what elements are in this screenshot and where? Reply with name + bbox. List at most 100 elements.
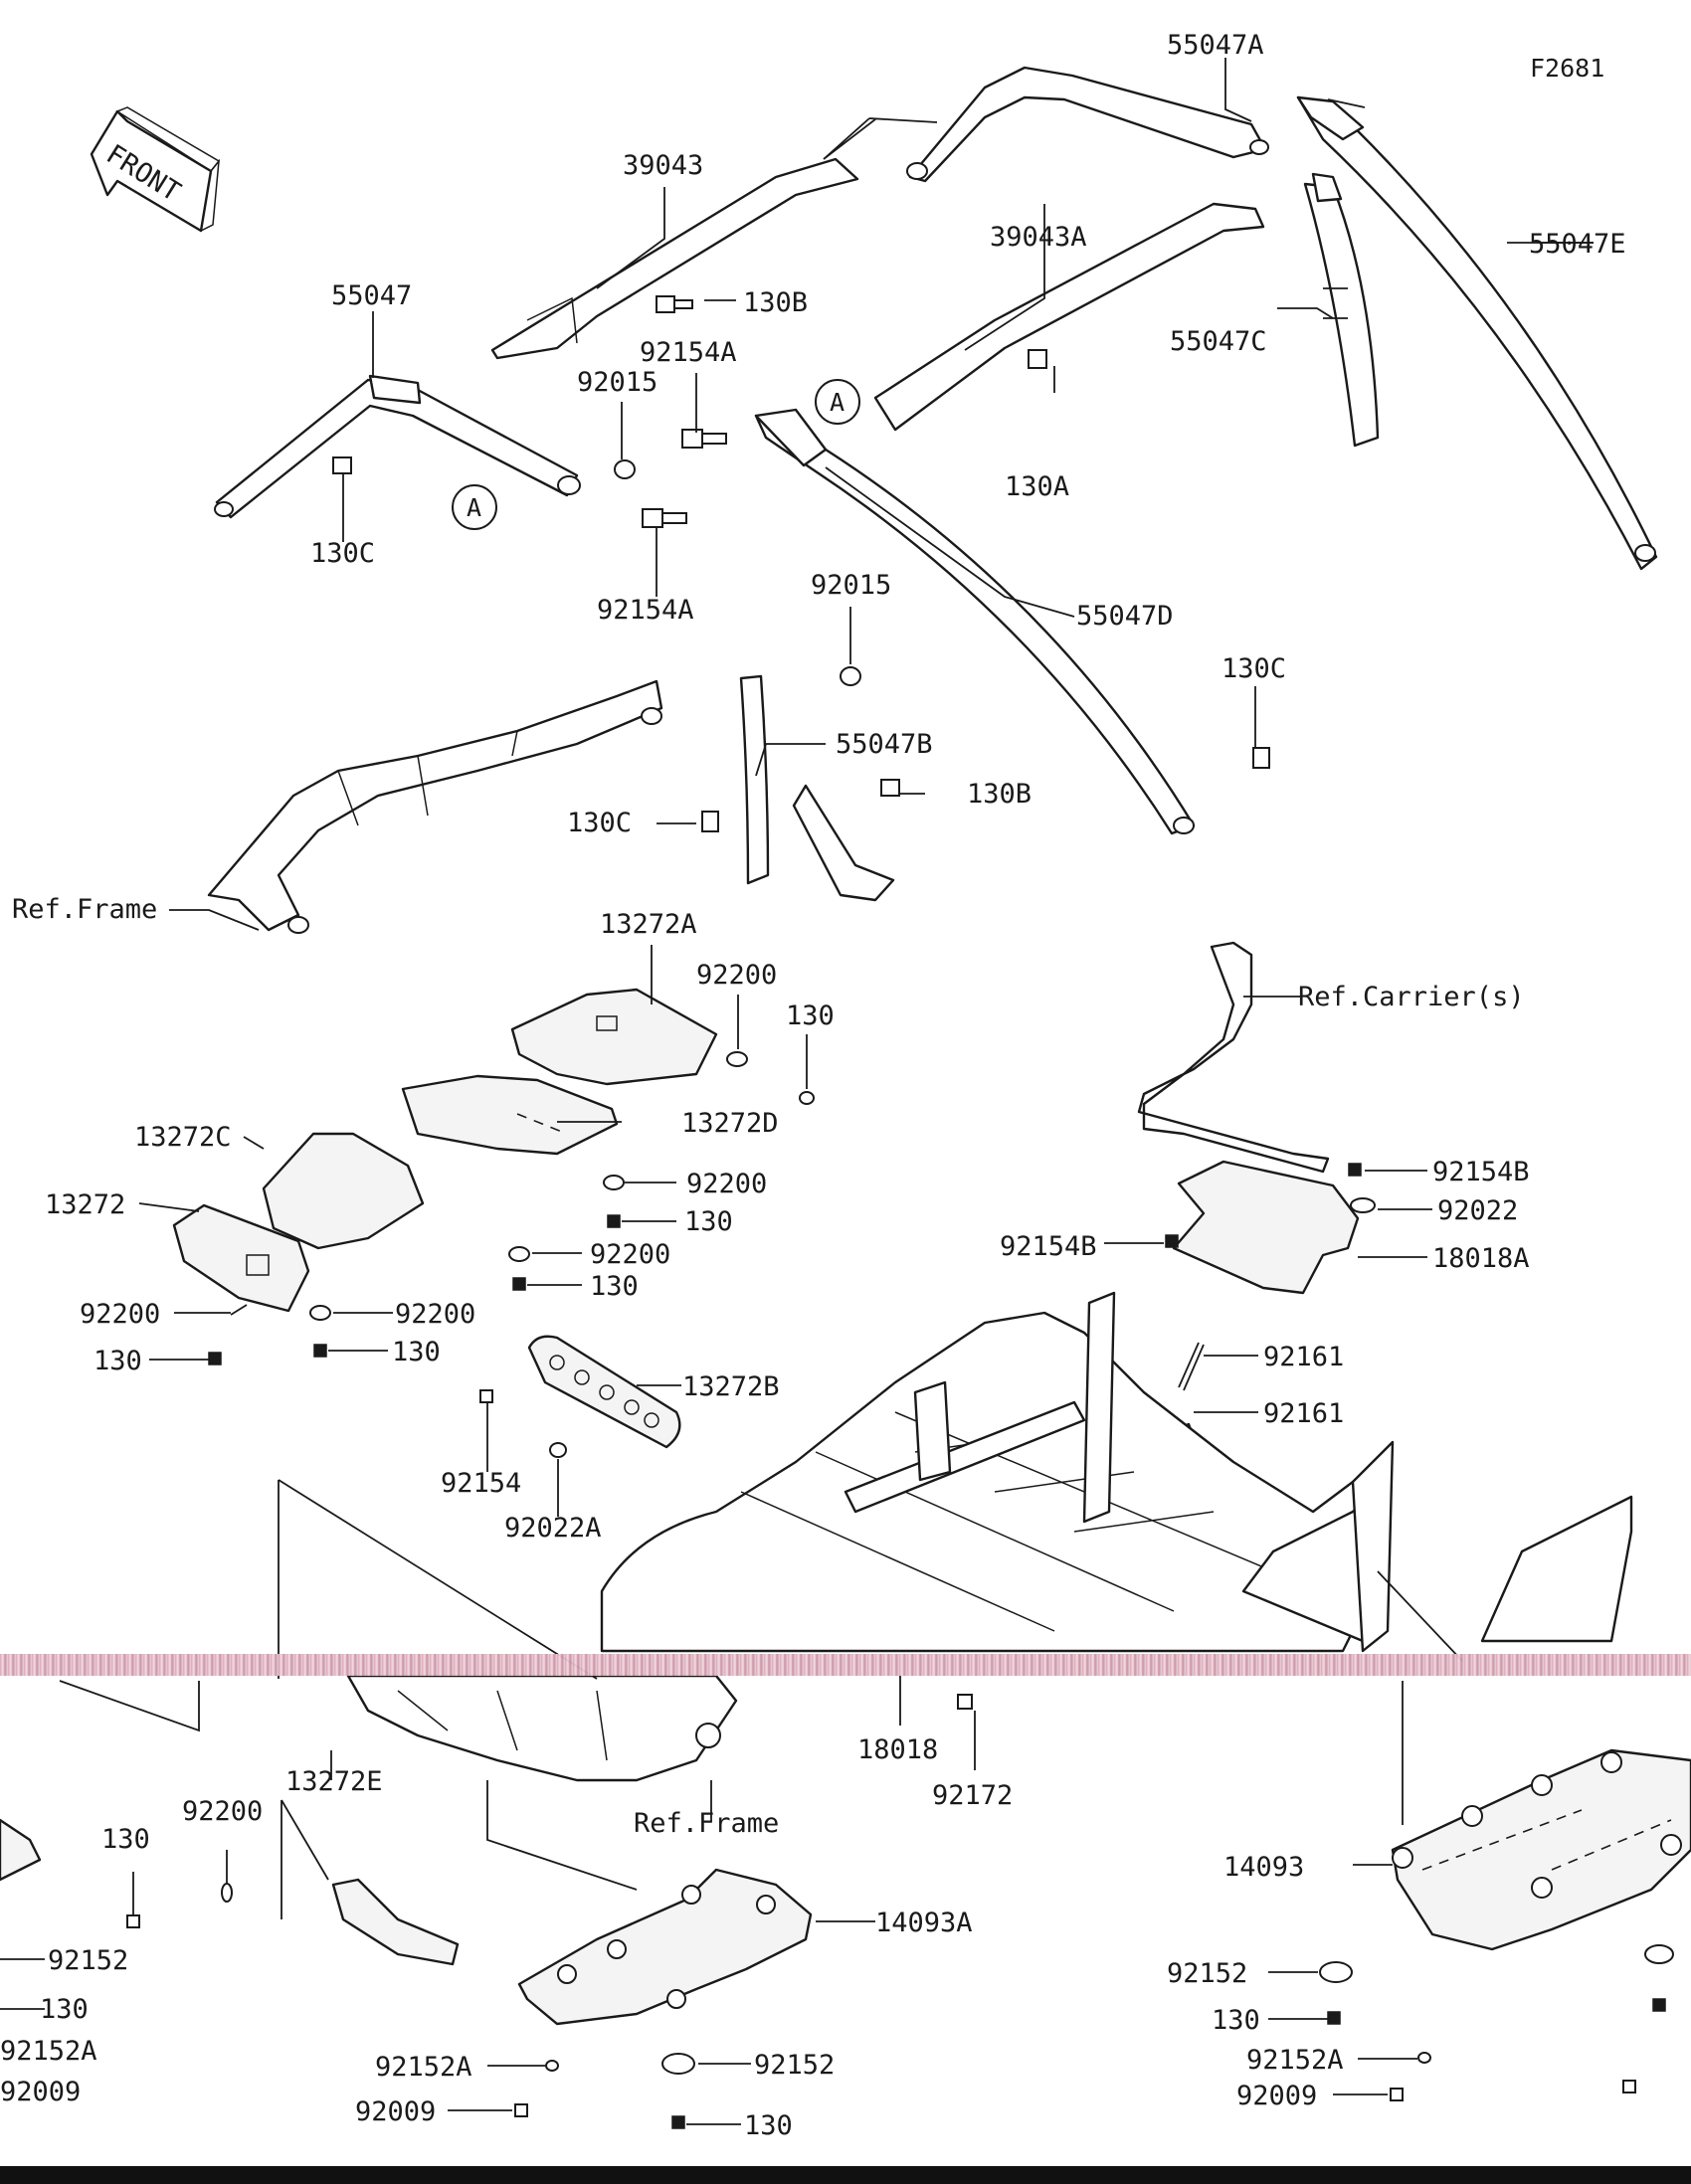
label-55047: 55047 bbox=[331, 280, 412, 311]
front-arrow-icon: FRONT bbox=[90, 106, 221, 233]
label-92154B-right: 92154B bbox=[1432, 1157, 1530, 1187]
label-130B-mid: 130B bbox=[967, 779, 1032, 810]
part-55047A bbox=[906, 66, 1269, 183]
washer-92200-e bbox=[230, 1304, 248, 1316]
label-55047C: 55047C bbox=[1170, 326, 1267, 357]
part-14093 bbox=[1391, 1748, 1691, 1951]
part-13272B bbox=[527, 1335, 681, 1449]
label-130B-top: 130B bbox=[743, 287, 808, 318]
label-130-d: 130 bbox=[94, 1346, 142, 1376]
part-55047C bbox=[1303, 172, 1380, 448]
washer-92200-f bbox=[221, 1883, 233, 1903]
label-13272: 13272 bbox=[45, 1189, 125, 1220]
label-18018: 18018 bbox=[857, 1734, 938, 1765]
washer-92152-b bbox=[1319, 1961, 1353, 1983]
label-130A: 130A bbox=[1005, 471, 1069, 502]
main-frame bbox=[600, 1291, 1633, 1653]
ref-frame-top bbox=[207, 679, 663, 934]
clip-92152A-a bbox=[545, 2060, 559, 2072]
part-39043A bbox=[873, 202, 1265, 432]
label-92200-d: 92200 bbox=[80, 1299, 160, 1330]
bolt-130-b bbox=[607, 1214, 621, 1228]
label-13272C: 13272C bbox=[134, 1122, 232, 1153]
label-130-f: 130 bbox=[101, 1824, 150, 1855]
part-39043 bbox=[490, 157, 859, 360]
bolt-130-h bbox=[1327, 2011, 1341, 2025]
label-39043A: 39043A bbox=[990, 222, 1087, 253]
bolt-130-a bbox=[799, 1091, 815, 1105]
bolt-92154A-top bbox=[681, 429, 727, 449]
screw-92009-a bbox=[514, 2103, 528, 2117]
label-13272E: 13272E bbox=[285, 1766, 383, 1797]
part-55047D bbox=[754, 408, 1196, 835]
callout-A-right: A bbox=[815, 379, 860, 425]
ref-frame-bottom bbox=[346, 1674, 738, 1782]
scan-seam bbox=[0, 1654, 1691, 1676]
label-92200-b: 92200 bbox=[686, 1169, 767, 1199]
bolt-92172 bbox=[957, 1694, 973, 1710]
label-92009-b: 92009 bbox=[355, 2096, 436, 2127]
nut-92015-mid bbox=[840, 666, 861, 686]
label-130C-mid: 130C bbox=[567, 808, 632, 838]
label-92152-a: 92152 bbox=[48, 1945, 128, 1976]
ref-carrier bbox=[1137, 941, 1330, 1174]
label-130-a: 130 bbox=[786, 1001, 835, 1031]
label-130-i: 130 bbox=[1212, 2005, 1260, 2036]
washer-92152-c bbox=[1644, 1944, 1674, 1964]
label-92152A-c: 92152A bbox=[1246, 2045, 1344, 2076]
label-92200-a: 92200 bbox=[696, 960, 777, 991]
washer-92152-a bbox=[661, 2053, 695, 2075]
part-92161-a bbox=[1178, 1342, 1205, 1391]
label-92152A-a: 92152A bbox=[0, 2036, 97, 2067]
label-14093: 14093 bbox=[1223, 1852, 1304, 1883]
part-55047B bbox=[739, 674, 895, 902]
bolt-130-f bbox=[126, 1914, 140, 1928]
label-130C-right: 130C bbox=[1221, 653, 1286, 684]
bolt-130-e bbox=[208, 1352, 222, 1365]
screw-92009-b bbox=[1390, 2088, 1404, 2101]
bolt-130B-mid bbox=[880, 779, 900, 797]
bolt-92154 bbox=[479, 1389, 493, 1403]
washer-92022A bbox=[549, 1442, 567, 1458]
part-13272C bbox=[262, 1132, 425, 1250]
label-13272A: 13272A bbox=[600, 909, 697, 940]
washer-92200-c bbox=[508, 1246, 530, 1262]
label-130C-left: 130C bbox=[310, 538, 375, 569]
label-92152-b: 92152 bbox=[754, 2050, 835, 2081]
label-92152A-b: 92152A bbox=[375, 2052, 472, 2083]
washer-92200-d bbox=[309, 1305, 331, 1321]
part-labels: 55047A 39043 55047E 39043A 55047 130B 92… bbox=[0, 30, 1626, 2141]
part-13272A bbox=[510, 988, 718, 1086]
label-92154B-left: 92154B bbox=[1000, 1231, 1097, 1262]
label-55047B: 55047B bbox=[836, 729, 933, 760]
washer-92200-a bbox=[726, 1051, 748, 1067]
bolt-92154B-right bbox=[1348, 1163, 1362, 1177]
label-13272D: 13272D bbox=[681, 1108, 779, 1139]
label-92200-e: 92200 bbox=[395, 1299, 475, 1330]
label-ref-frame-top: Ref.Frame bbox=[12, 894, 157, 925]
label-130-b: 130 bbox=[684, 1206, 733, 1237]
label-92015-top: 92015 bbox=[577, 367, 658, 398]
part-13272D bbox=[401, 1074, 619, 1156]
bolt-130C-left bbox=[332, 456, 352, 474]
washer-92200-b bbox=[603, 1175, 625, 1190]
bolt-130-i bbox=[1652, 1998, 1666, 2012]
bolt-130C-right bbox=[1252, 747, 1270, 769]
bolt-130-c bbox=[512, 1277, 526, 1291]
bolt-130-d bbox=[313, 1344, 327, 1358]
part-55047 bbox=[214, 374, 581, 519]
label-130-h: 130 bbox=[744, 2110, 793, 2141]
label-92154A-top: 92154A bbox=[640, 337, 737, 368]
nut-92015-top bbox=[614, 459, 636, 479]
bolt-130B-top bbox=[656, 295, 693, 313]
label-92172: 92172 bbox=[932, 1780, 1013, 1811]
part-13272E bbox=[331, 1878, 460, 1966]
bolt-extra-right bbox=[1622, 2080, 1636, 2093]
label-130-e: 130 bbox=[392, 1337, 441, 1367]
label-92154: 92154 bbox=[441, 1468, 521, 1499]
leader-lines bbox=[0, 58, 1594, 2125]
label-92200-f: 92200 bbox=[182, 1796, 263, 1827]
label-ref-carriers: Ref.Carrier(s) bbox=[1298, 982, 1525, 1012]
label-92022A: 92022A bbox=[504, 1513, 602, 1544]
